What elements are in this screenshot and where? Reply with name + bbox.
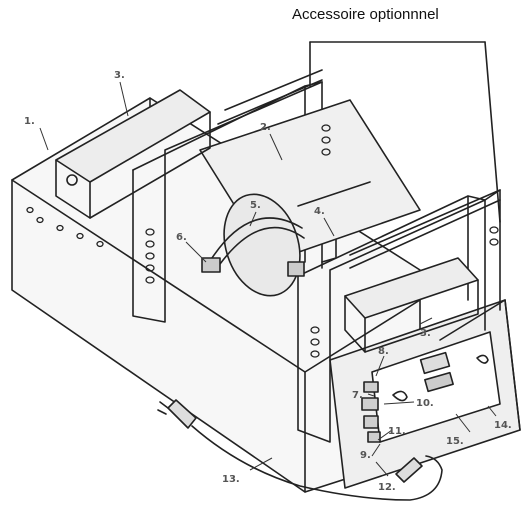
switch-panel (361, 381, 381, 443)
callout-15: 15. (446, 436, 464, 447)
upper-heater-right (344, 257, 479, 353)
callout-7: 7. (352, 390, 363, 401)
callout-9: 9. (360, 450, 371, 461)
connector (201, 257, 305, 277)
callout-labels: 1. 3. 2. 4. 5. 6. 3. 8. 7. 10. 11. 9. 12… (24, 70, 512, 493)
callout-3-left: 3. (114, 70, 125, 81)
top-rails (217, 69, 501, 269)
callout-6: 6. (176, 232, 187, 243)
callout-11: 11. (388, 426, 406, 437)
callout-8: 8. (378, 346, 389, 357)
callout-2: 2. (260, 122, 271, 133)
callout-14: 14. (494, 420, 512, 431)
callout-1: 1. (24, 116, 35, 127)
callout-3-right: 3. (420, 328, 431, 339)
wiring-loop (211, 217, 305, 265)
leader-lines (39, 81, 497, 477)
callout-5: 5. (250, 200, 261, 211)
upper-heater-left (55, 89, 211, 219)
callout-4: 4. (314, 206, 325, 217)
callout-10: 10. (416, 398, 434, 409)
accessory-caption: Accessoire optionnnel (292, 6, 439, 23)
callout-12: 12. (378, 482, 396, 493)
perforations (26, 124, 499, 358)
power-cord (157, 399, 443, 501)
callout-13: 13. (222, 474, 240, 485)
